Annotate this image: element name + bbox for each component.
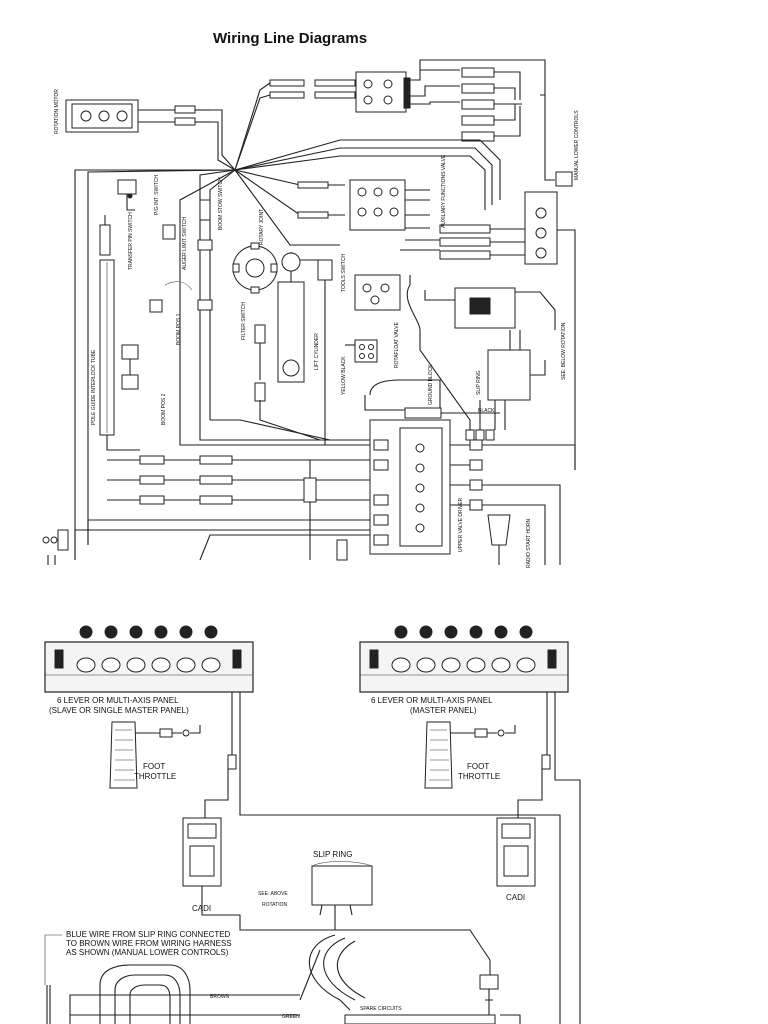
- filter-switch-label: FILTER SWITCH: [241, 302, 247, 340]
- brown-wire-label: BROWN: [210, 994, 230, 1000]
- driver-connectors: [74, 400, 370, 561]
- left-lever-panel: [44, 625, 254, 693]
- upper-valve-driver-label: UPPER VALVE DRIVER: [458, 497, 464, 552]
- see-below-rotation-label: SEE: BELOW ROTATION: [561, 322, 567, 380]
- green-wire-label: GREEN: [282, 1014, 300, 1020]
- lower-slip-ring: [311, 861, 373, 918]
- rotation-motor-label: ROTATION MOTOR: [54, 89, 60, 134]
- manual-lower-controls-label: MANUAL LOWER CONTROLS: [574, 110, 580, 180]
- lower-wiring: [46, 692, 581, 1024]
- upper-slip-ring-label: SLIP RING: [476, 370, 482, 395]
- spare-circuits-label: SPARE CIRCUITS: [360, 1006, 402, 1012]
- boom-stow-switch-label: BOOM STOW SWITCH: [218, 177, 224, 230]
- left-foot-throttle-line2: THROTTLE: [134, 772, 176, 781]
- lower-slip-ring-label: SLIP RING: [313, 850, 352, 859]
- rotafloat-valve-label: ROTAFLOAT VALVE: [394, 321, 400, 368]
- radio-start-horn: [487, 514, 511, 565]
- upper-valve-driver: [199, 419, 576, 565]
- right-foot-throttle-line1: FOOT: [467, 762, 489, 771]
- lift-cylinder: [277, 252, 326, 400]
- filter-switch: [254, 324, 266, 402]
- pole-guide-interlock-tube-label: POLE GUIDE INTERLOCK TUBE: [91, 349, 97, 425]
- pole-guide-interlock-tube: [99, 259, 140, 451]
- auger-limit-switch-label: AUGER LIMIT SWITCH: [182, 217, 188, 270]
- transfer-pin-switch: [99, 215, 111, 256]
- rotation-motor: [65, 99, 210, 133]
- note-line3: AS SHOWN (MANUAL LOWER CONTROLS): [66, 948, 229, 957]
- left-foot-throttle-line1: FOOT: [143, 762, 165, 771]
- tools-switch: [317, 259, 333, 281]
- right-panel-line1: 6 LEVER OR MULTI-AXIS PANEL: [371, 696, 493, 705]
- see-above-rotation-line2: ROTATION: [262, 902, 287, 908]
- right-panel-line2: (MASTER PANEL): [410, 706, 477, 715]
- ground-block-label: GROUND BLOCK: [428, 364, 434, 405]
- boom-stow-switch: [197, 199, 213, 311]
- upper-diagram: ROTATION MOTOR MANUAL LOWER CON: [42, 59, 580, 568]
- right-cadi-label: CADI: [506, 893, 525, 902]
- note-line1: BLUE WIRE FROM SLIP RING CONNECTED: [66, 930, 231, 939]
- right-connector-stack: [410, 67, 573, 187]
- manual-lower-controls-box: [490, 191, 576, 470]
- auxiliary-functions-valve-label: AUXILIARY FUNCTIONS VALVE: [441, 154, 447, 228]
- left-panel-line1: 6 LEVER OR MULTI-AXIS PANEL: [57, 696, 179, 705]
- left-edge-components: [42, 529, 69, 565]
- boom-pos-1-label: BOOM POS 1: [176, 313, 182, 345]
- transfer-pin-switch-label: TRANSFER PIN SWITCH: [128, 212, 134, 270]
- see-above-rotation-line1: SEE: ABOVE: [258, 891, 288, 897]
- tools-switch-label: TOOLS SWITCH: [341, 254, 347, 292]
- note-line2: TO BROWN WIRE FROM WIRING HARNESS: [66, 939, 232, 948]
- rotafloat-valve: [345, 274, 401, 363]
- auger-limit-switch: [162, 224, 176, 240]
- right-foot-throttle: [424, 721, 516, 789]
- left-foot-throttle: [109, 721, 201, 789]
- left-cadi: [182, 817, 222, 900]
- right-foot-throttle-line2: THROTTLE: [458, 772, 500, 781]
- left-panel-line2: (SLAVE OR SINGLE MASTER PANEL): [49, 706, 189, 715]
- top-valve-block: [269, 71, 411, 113]
- pg-int-switch-label: P/G INT. SWITCH: [154, 175, 160, 215]
- yellow-black-label: YELLOW BLACK: [341, 356, 347, 395]
- lift-cylinder-label: LIFT CYLINDER: [314, 333, 320, 370]
- radio-start-horn-label: RADIO START HORN: [526, 518, 532, 568]
- page-title: Wiring Line Diagrams: [213, 30, 367, 47]
- ground-block: [364, 379, 500, 419]
- black-wire-label: BLACK: [478, 408, 495, 414]
- rotary-joint-label: ROTARY JOINT: [259, 209, 265, 245]
- pg-int-switch: [117, 179, 137, 211]
- lower-diagram: 6 LEVER OR MULTI-AXIS PANEL (SLAVE OR SI…: [44, 625, 581, 1024]
- auxiliary-functions-valve: [297, 179, 491, 260]
- rotary-joint: [232, 242, 278, 294]
- boom-pos-switches: [121, 281, 193, 390]
- right-cadi: [496, 817, 536, 887]
- right-lever-panel: [359, 625, 569, 693]
- upper-slip-ring: [406, 275, 556, 441]
- boom-pos-2-label: BOOM POS 2: [161, 393, 167, 425]
- note-leader-line: [44, 934, 62, 985]
